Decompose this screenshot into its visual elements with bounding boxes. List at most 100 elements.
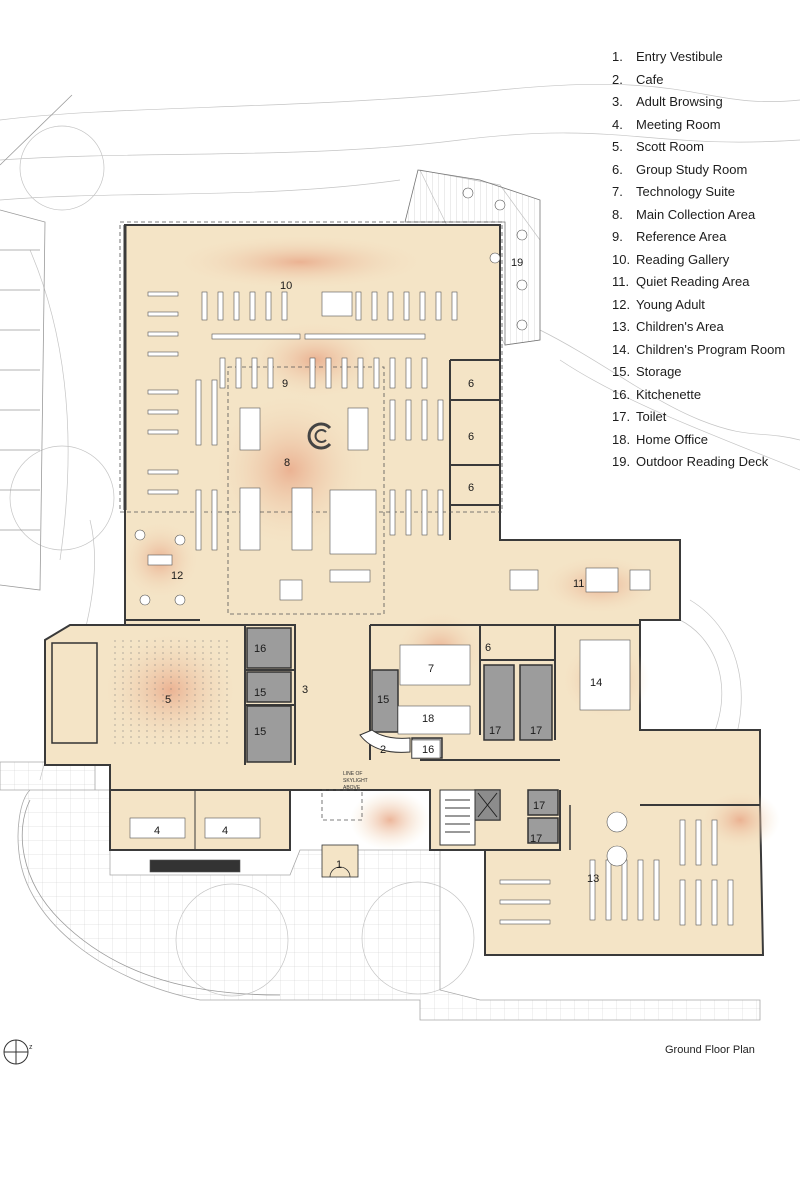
legend-item: 14. Children's Program Room xyxy=(612,339,785,362)
cafe-counter xyxy=(359,729,411,753)
legend-label: Reference Area xyxy=(636,229,727,244)
room-label-18: 18 xyxy=(422,713,434,725)
room-label-6d: 6 xyxy=(485,642,491,654)
legend-number: 6. xyxy=(612,161,623,177)
plan-caption: Ground Floor Plan xyxy=(665,1044,755,1056)
legend-label: Young Adult xyxy=(636,296,705,312)
legend-number: 9. xyxy=(612,229,623,244)
furniture xyxy=(129,291,651,873)
legend-label: Main Collection Area xyxy=(636,206,756,222)
legend-number: 2. xyxy=(612,71,623,87)
room-label-9: 9 xyxy=(282,378,288,390)
room-label-6b: 6 xyxy=(468,431,474,443)
room-label-12: 12 xyxy=(171,570,183,582)
room-label-14: 14 xyxy=(590,677,602,689)
legend-item: 13. Children's Area xyxy=(612,316,785,339)
legend-label: Home Office xyxy=(636,431,709,447)
legend-number: 15. xyxy=(612,364,631,379)
legend-number: 11. xyxy=(612,274,630,289)
legend-number: 10. xyxy=(612,251,631,267)
legend-number: 4. xyxy=(612,116,623,132)
skylight-note-line-2: SKYLIGHT xyxy=(343,778,368,784)
legend-item: 17. Toilet xyxy=(612,406,785,429)
room-label-7: 7 xyxy=(428,663,434,675)
legend-label: Children's Program Room xyxy=(636,341,786,357)
legend-label: Group Study Room xyxy=(636,161,748,177)
room-label-15a: 15 xyxy=(254,687,266,699)
room-label-3: 3 xyxy=(302,684,308,696)
skylight-note-line-1: LINE OF xyxy=(343,771,362,777)
legend-item: 19. Outdoor Reading Deck xyxy=(612,451,785,474)
room-label-4b: 4 xyxy=(222,825,228,837)
room-label-16b: 16 xyxy=(422,744,434,756)
legend-item: 6. Group Study Room xyxy=(612,159,785,182)
legend-number: 13. xyxy=(612,319,631,334)
room-label-17a: 17 xyxy=(489,725,501,737)
legend-number: 7. xyxy=(612,184,623,199)
legend-item: 9. Reference Area xyxy=(612,226,785,249)
room-labels: 1 2 3 4 4 5 6 6 6 6 7 8 9 10 11 12 13 14… xyxy=(154,257,602,885)
legend-number: 3. xyxy=(612,94,623,109)
legend-number: 5. xyxy=(612,139,623,154)
legend-item: 5. Scott Room xyxy=(612,136,785,159)
legend-label: Storage xyxy=(636,364,682,379)
legend-number: 1. xyxy=(612,49,623,64)
skylight-note: LINE OF SKYLIGHT ABOVE xyxy=(343,771,368,791)
room-label-1: 1 xyxy=(336,859,342,871)
north-arrow-icon: z xyxy=(3,1039,33,1065)
room-legend: 1. Entry Vestibule 2. Cafe 3. Adult Browsin… xyxy=(612,46,785,474)
legend-item: 4.Meeting Room xyxy=(612,114,785,137)
room-label-4a: 4 xyxy=(154,825,160,837)
interior-walls xyxy=(70,225,760,851)
scott-room-seating xyxy=(51,640,228,745)
legend-item: 1. Entry Vestibule xyxy=(612,46,785,69)
stair-core xyxy=(439,789,501,846)
legend-number: 18. xyxy=(612,431,631,447)
book-stacks xyxy=(147,291,734,926)
legend-number: 16. xyxy=(612,386,631,402)
legend-item: 2. Cafe xyxy=(612,69,785,92)
plaza-paving xyxy=(0,761,761,1021)
legend-item: 7. Technology Suite xyxy=(612,181,785,204)
room-label-17b: 17 xyxy=(530,725,542,737)
legend-label: Entry Vestibule xyxy=(636,49,723,64)
legend-item: 3. Adult Browsing xyxy=(612,91,785,114)
legend-label: Adult Browsing xyxy=(636,94,723,109)
reference-desk-logo xyxy=(307,422,332,450)
room-label-15b: 15 xyxy=(254,726,266,738)
room-label-10: 10 xyxy=(280,280,292,292)
legend-label: Reading Gallery xyxy=(636,251,730,267)
room-label-16a: 16 xyxy=(254,643,266,655)
skylight-note-line-3: ABOVE xyxy=(343,785,361,791)
legend-item: 8. Main Collection Area xyxy=(612,204,785,227)
parking-lines xyxy=(0,94,73,591)
deck-furniture xyxy=(462,187,528,331)
ramp-path xyxy=(21,799,281,996)
entry-doors xyxy=(321,844,359,878)
legend-label: Kitchenette xyxy=(636,386,702,402)
room-label-13: 13 xyxy=(587,873,599,885)
legend-label: Technology Suite xyxy=(636,184,736,199)
room-label-6a: 6 xyxy=(468,378,474,390)
legend-label: Toilet xyxy=(636,409,667,424)
legend-label: Cafe xyxy=(636,71,664,87)
legend-number: 14. xyxy=(612,341,631,357)
legend-item: 10. Reading Gallery xyxy=(612,249,785,272)
room-label-17d: 17 xyxy=(530,833,542,845)
legend-number: 12. xyxy=(612,296,631,312)
legend-label: Scott Room xyxy=(636,139,704,154)
legend-item: 12. Young Adult xyxy=(612,294,785,317)
legend-number: 19. xyxy=(612,454,631,469)
room-label-17c: 17 xyxy=(533,800,545,812)
legend-item: 16. Kitchenette xyxy=(612,384,785,407)
room-label-11: 11 xyxy=(573,578,584,590)
legend-label: Children's Area xyxy=(636,319,724,334)
legend-number: 8. xyxy=(612,206,623,222)
room-label-2: 2 xyxy=(380,744,386,756)
legend-item: 11.Quiet Reading Area xyxy=(612,271,785,294)
room-label-6c: 6 xyxy=(468,482,474,494)
legend-number: 17. xyxy=(612,409,631,424)
legend-label: Outdoor Reading Deck xyxy=(636,454,769,469)
svg-text:z: z xyxy=(29,1044,33,1051)
